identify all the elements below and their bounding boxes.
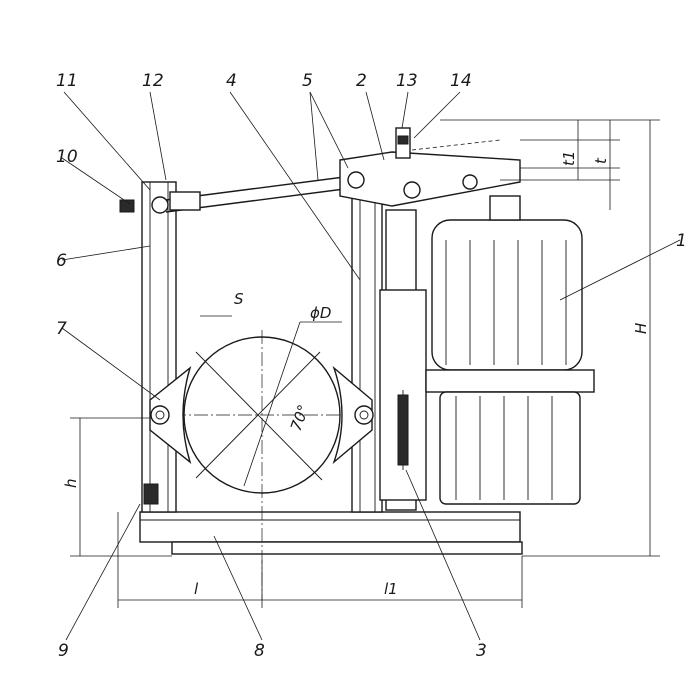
dimension-t: t: [592, 157, 610, 164]
callout-7: 7: [56, 319, 67, 339]
callout-10: 10: [56, 147, 78, 167]
dimension-D: ϕD: [310, 304, 331, 322]
callout-12: 12: [142, 71, 164, 91]
callout-11: 11: [56, 71, 78, 91]
dimension-H: H: [632, 323, 650, 334]
right-lever-4: [351, 169, 383, 513]
callout-9: 9: [58, 641, 69, 661]
callout-8: 8: [254, 641, 265, 661]
right-brake-shoe-7: [332, 365, 374, 465]
dimension-angle: 70°: [287, 402, 313, 433]
thruster-body-1: [425, 195, 595, 505]
dimension-h: h: [62, 478, 80, 488]
callout-1: 1: [676, 231, 687, 251]
base-plate-8: [139, 511, 523, 555]
thruster-rod-3: [379, 209, 427, 511]
callout-2: 2: [356, 71, 367, 91]
callout-3: 3: [476, 641, 487, 661]
dimension-l: l: [194, 580, 199, 598]
callout-13: 13: [396, 71, 418, 91]
brake-drum: [150, 330, 370, 600]
push-rod-5: [119, 175, 353, 214]
lever-2: [339, 139, 521, 207]
left-brake-shoe-7: [149, 366, 192, 464]
callout-5: 5: [302, 71, 313, 91]
dimension-l1: l1: [384, 580, 398, 598]
callout-6: 6: [56, 251, 67, 271]
callout-4: 4: [226, 71, 237, 91]
left-lever-6: [141, 181, 177, 513]
dimension-t1: t1: [560, 151, 578, 166]
dimension-lines: [70, 119, 660, 608]
dimension-S: S: [234, 290, 244, 308]
adjusting-screw-13: [395, 127, 411, 159]
callout-14: 14: [450, 71, 472, 91]
callout-leaders: [61, 91, 681, 641]
